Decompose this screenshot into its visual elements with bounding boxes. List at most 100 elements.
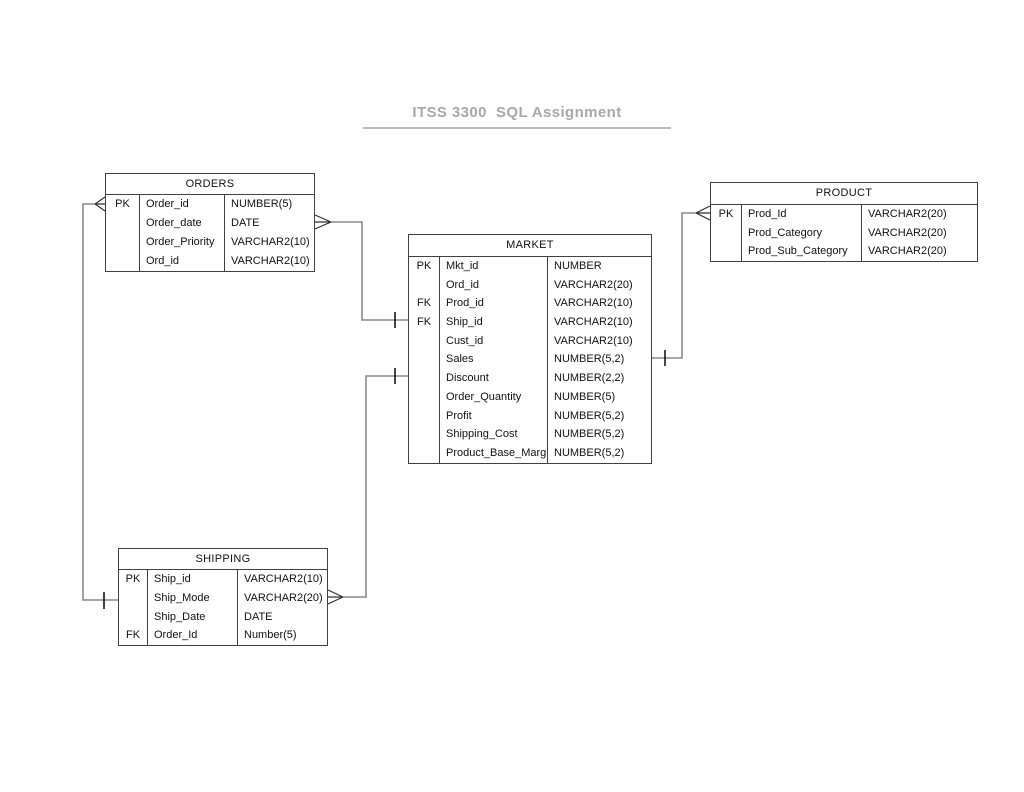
key-cell	[106, 233, 140, 252]
entity-title: PRODUCT	[711, 183, 977, 205]
attribute-row: PK Mkt_id NUMBER	[409, 257, 651, 276]
attribute-row: Discount NUMBER(2,2)	[409, 369, 651, 388]
attribute-type-cell: DATE	[231, 217, 260, 229]
key-cell	[409, 350, 440, 370]
attribute-type-cell: NUMBER(5)	[554, 390, 616, 403]
key-cell	[409, 425, 440, 444]
key-cell	[106, 214, 140, 233]
key-cell	[409, 406, 440, 426]
entity-title: MARKET	[409, 235, 651, 257]
attribute-row: Order_Quantity NUMBER(5)	[409, 387, 651, 407]
key-cell	[711, 242, 742, 262]
attribute-name-cell: Ship_Date	[148, 607, 238, 627]
attribute-name-cell: Prod_Sub_Category	[742, 242, 862, 262]
entity-title: ORDERS	[106, 174, 314, 195]
page-title: ITSS 3300 SQL Assignment	[412, 104, 622, 121]
attribute-type-cell: NUMBER(5)	[231, 198, 293, 210]
attribute-type-cell: VARCHAR2(10)	[244, 573, 323, 585]
entity-body: PK Order_id NUMBER(5) Order_date DATE Or…	[106, 195, 314, 271]
attribute-row: Prod_Category VARCHAR2(20)	[711, 223, 977, 243]
key-cell	[409, 443, 440, 463]
attribute-type-cell: NUMBER(5,2)	[554, 353, 625, 366]
crows-foot-many-icon	[314, 214, 332, 230]
connector-line	[331, 221, 408, 321]
attribute-type-cell: DATE	[244, 610, 273, 623]
key-cell: FK	[409, 294, 440, 314]
attribute-name-cell: Order_Quantity	[440, 387, 548, 407]
attribute-name-cell: Product_Base_Margin	[440, 443, 548, 463]
attribute-name-cell: Ship_id	[148, 570, 238, 589]
attribute-row: Ord_id VARCHAR2(10)	[106, 252, 314, 271]
attribute-name-cell: Mkt_id	[440, 257, 548, 276]
key-cell	[711, 223, 742, 243]
title-underline	[363, 127, 671, 129]
entity-orders: ORDERS PK Order_id NUMBER(5) Order_date …	[105, 173, 315, 272]
key-cell	[409, 387, 440, 407]
attribute-name-cell: Prod_Category	[742, 223, 862, 243]
attribute-row: FK Prod_id VARCHAR2(10)	[409, 294, 651, 314]
attribute-type-cell: VARCHAR2(20)	[244, 591, 323, 604]
key-cell: PK	[409, 257, 440, 276]
attribute-row: Profit NUMBER(5,2)	[409, 406, 651, 426]
attribute-row: Ord_id VARCHAR2(20)	[409, 275, 651, 295]
attribute-type-cell: Number(5)	[244, 629, 297, 642]
key-cell: PK	[106, 195, 140, 214]
attribute-name-cell: Shipping_Cost	[440, 425, 548, 444]
relationship-shipping-market	[327, 368, 408, 605]
attribute-type-cell: VARCHAR2(10)	[554, 334, 633, 347]
attribute-type-cell: NUMBER(5,2)	[554, 409, 625, 422]
key-cell	[409, 275, 440, 295]
attribute-type-cell: NUMBER(2,2)	[554, 372, 625, 385]
attribute-type-cell: VARCHAR2(10)	[231, 236, 310, 248]
entity-title: SHIPPING	[119, 549, 327, 570]
entity-body: PK Prod_Id VARCHAR2(20) Prod_Category VA…	[711, 205, 977, 262]
attribute-type-cell: VARCHAR2(10)	[231, 255, 310, 267]
attribute-row: FK Ship_id VARCHAR2(10)	[409, 313, 651, 332]
entity-body: PK Mkt_id NUMBER Ord_id VARCHAR2(20) FK …	[409, 257, 651, 463]
attribute-name-cell: Order_id	[140, 195, 225, 214]
connector-line	[652, 212, 696, 359]
entity-body: PK Ship_id VARCHAR2(10) Ship_Mode VARCHA…	[119, 570, 327, 645]
attribute-row: Order_Priority VARCHAR2(10)	[106, 233, 314, 252]
key-cell	[119, 588, 148, 608]
attribute-name-cell: Profit	[440, 406, 548, 426]
attribute-type-cell: VARCHAR2(20)	[868, 208, 947, 220]
attribute-type-cell: NUMBER	[554, 260, 602, 272]
attribute-row: FK Order_Id Number(5)	[119, 626, 327, 645]
attribute-type-cell: NUMBER(5,2)	[554, 428, 625, 441]
attribute-name-cell: Discount	[440, 369, 548, 388]
attribute-row: Ship_Mode VARCHAR2(20)	[119, 588, 327, 608]
key-cell	[119, 607, 148, 627]
attribute-name-cell: Ship_Mode	[148, 588, 238, 608]
attribute-row: Cust_id VARCHAR2(10)	[409, 331, 651, 351]
attribute-type-cell: VARCHAR2(10)	[554, 297, 633, 310]
connector-line	[343, 375, 408, 598]
attribute-row: Shipping_Cost NUMBER(5,2)	[409, 425, 651, 444]
key-cell: PK	[119, 570, 148, 589]
attribute-row: Prod_Sub_Category VARCHAR2(20)	[711, 242, 977, 262]
attribute-row: Ship_Date DATE	[119, 607, 327, 627]
key-cell: PK	[711, 205, 742, 224]
entity-market: MARKET PK Mkt_id NUMBER Ord_id VARCHAR2(…	[408, 234, 652, 464]
entity-shipping: SHIPPING PK Ship_id VARCHAR2(10) Ship_Mo…	[118, 548, 328, 646]
attribute-name-cell: Cust_id	[440, 331, 548, 351]
attribute-type-cell: VARCHAR2(10)	[554, 316, 633, 329]
attribute-row: PK Ship_id VARCHAR2(10)	[119, 570, 327, 589]
crows-foot-many-icon	[327, 589, 344, 605]
attribute-type-cell: NUMBER(5,2)	[554, 446, 625, 459]
attribute-name-cell: Order_Id	[148, 626, 238, 645]
crows-foot-many-icon	[94, 196, 106, 212]
attribute-row: Product_Base_Margin NUMBER(5,2)	[409, 443, 651, 463]
key-cell	[106, 252, 140, 271]
key-cell: FK	[119, 626, 148, 645]
key-cell	[409, 331, 440, 351]
attribute-name-cell: Ord_id	[140, 252, 225, 271]
attribute-type-cell: VARCHAR2(20)	[868, 245, 947, 258]
attribute-name-cell: Order_date	[140, 214, 225, 233]
attribute-name-cell: Prod_Id	[742, 205, 862, 224]
attribute-row: PK Prod_Id VARCHAR2(20)	[711, 205, 977, 224]
attribute-name-cell: Sales	[440, 350, 548, 370]
entity-product: PRODUCT PK Prod_Id VARCHAR2(20) Prod_Cat…	[710, 182, 978, 263]
key-cell: FK	[409, 313, 440, 332]
relationship-orders-market	[314, 214, 408, 328]
